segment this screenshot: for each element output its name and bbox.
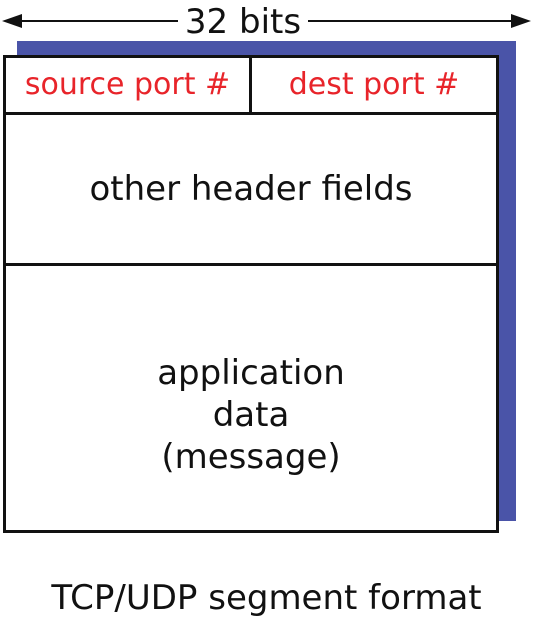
application-data-line-3: (message) bbox=[161, 437, 341, 477]
application-data-row: application data (message) bbox=[6, 266, 496, 530]
segment-box: source port # dest port # other header f… bbox=[3, 55, 499, 533]
other-header-fields-label: other header fields bbox=[89, 169, 413, 209]
application-data-line-1: application bbox=[157, 353, 345, 393]
arrowhead-right-icon bbox=[511, 14, 531, 28]
diagram-caption: TCP/UDP segment format bbox=[51, 578, 482, 618]
dest-port-cell: dest port # bbox=[252, 58, 496, 112]
arrowhead-left-icon bbox=[2, 14, 22, 28]
source-port-label: source port # bbox=[24, 67, 231, 102]
application-data-label: application data (message) bbox=[6, 352, 496, 478]
source-port-cell: source port # bbox=[6, 58, 252, 112]
other-header-fields-row: other header fields bbox=[6, 115, 496, 266]
width-label: 32 bits bbox=[178, 2, 308, 42]
dest-port-label: dest port # bbox=[288, 67, 460, 102]
application-data-line-2: data bbox=[212, 395, 290, 435]
port-row: source port # dest port # bbox=[6, 58, 496, 115]
